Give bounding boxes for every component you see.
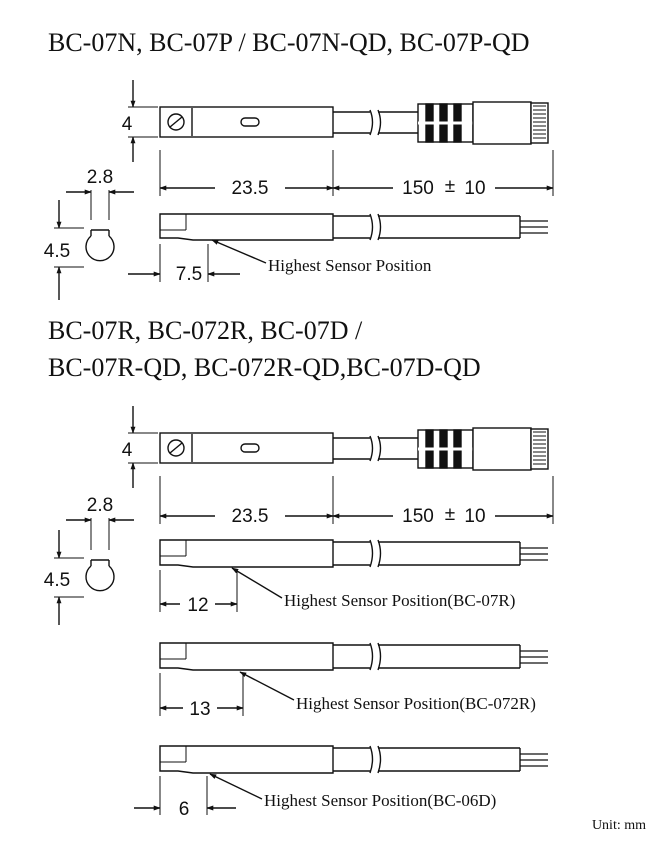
sensor-position-label-bc07r: Highest Sensor Position(BC-07R): [284, 591, 516, 610]
dim-tolerance-symbol: ±: [445, 176, 455, 197]
section1-title: BC-07N, BC-07P / BC-07N-QD, BC-07P-QD: [48, 28, 530, 57]
dim-cable-tolerance-2: 10: [464, 506, 485, 527]
dim-width-2: 2.8: [87, 495, 113, 516]
sensor-position-label: Highest Sensor Position: [268, 256, 432, 275]
dim-body-length-2: 23.5: [232, 506, 269, 527]
sensor-position-label-bc072r: Highest Sensor Position(BC-072R): [296, 694, 536, 713]
section2-title-line2: BC-07R-QD, BC-072R-QD,BC-07D-QD: [48, 353, 481, 382]
dim-sensor-offset: 7.5: [176, 264, 202, 285]
profile-view-2: [54, 517, 134, 625]
profile-view: [54, 189, 134, 300]
sensor-top-view: [159, 101, 549, 145]
dim-tolerance-symbol-2: ±: [445, 504, 455, 525]
unit-label: Unit: mm: [591, 818, 646, 833]
sensor-top-view-2: [159, 427, 549, 471]
sensor-side-view-bc07r: [159, 539, 548, 568]
dim-width: 2.8: [87, 167, 113, 188]
dim-cable-length-2: 150: [402, 506, 434, 527]
dim-body-length: 23.5: [232, 178, 269, 199]
sensor-position-label-bc06d: Highest Sensor Position(BC-06D): [264, 791, 497, 810]
sensor-side-view: [159, 213, 548, 241]
screw-icon: [167, 113, 185, 131]
section2-title-line1: BC-07R, BC-072R, BC-07D /: [48, 316, 363, 345]
dim-offset-bc07r: 12: [187, 595, 208, 616]
connector-icon: [417, 427, 549, 471]
dim-offset-bc072r: 13: [189, 699, 210, 720]
connector-icon: [417, 101, 549, 145]
dim-height-2: 4: [122, 440, 133, 461]
sensor-side-view-bc06d: [159, 745, 548, 774]
dim-height: 4: [122, 114, 133, 135]
screw-icon: [167, 439, 185, 457]
sensor-side-view-bc072r: [159, 642, 548, 671]
dim-profile-height: 4.5: [44, 241, 70, 262]
dim-profile-height-2: 4.5: [44, 570, 70, 591]
dim-cable-tolerance: 10: [464, 178, 485, 199]
dim-cable-length: 150: [402, 178, 434, 199]
dim-offset-bc06d: 6: [179, 799, 190, 820]
